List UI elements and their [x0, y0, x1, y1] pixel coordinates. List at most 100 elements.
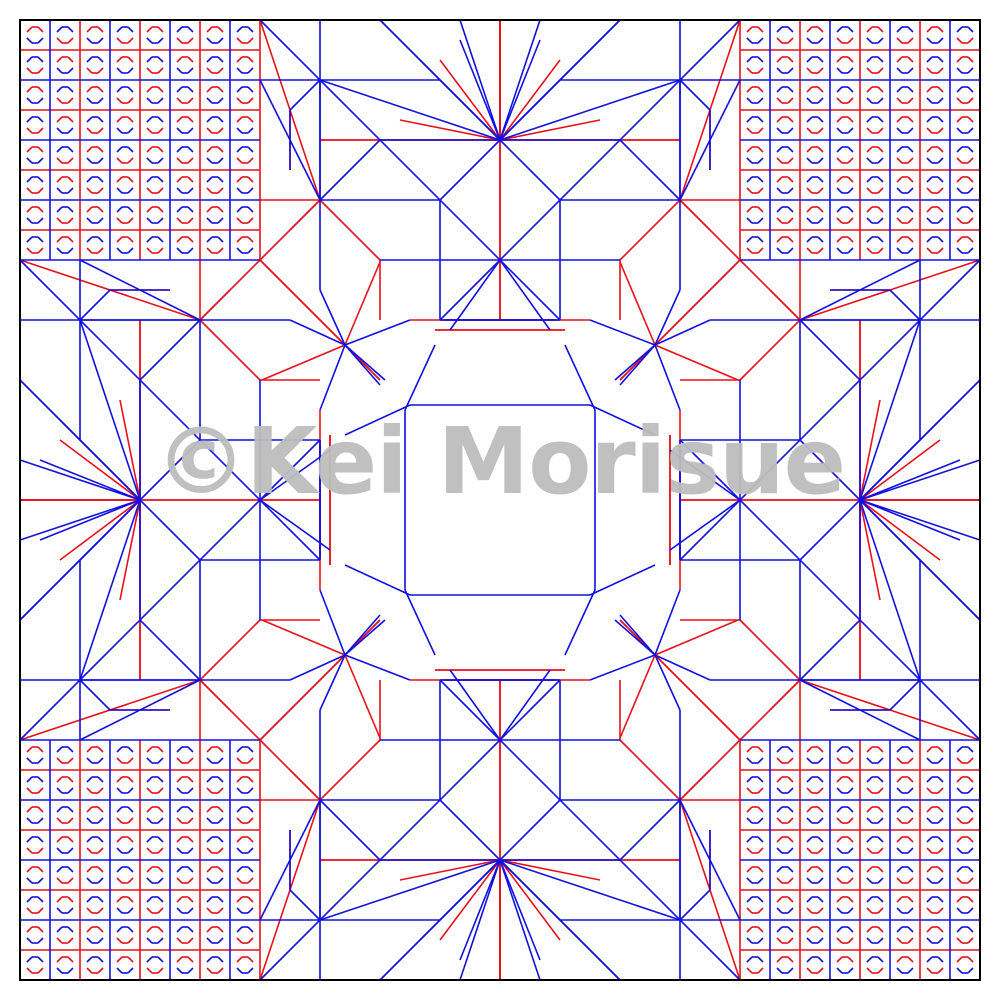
grid-crease — [877, 926, 884, 933]
grid-crease — [776, 217, 783, 224]
grid-crease — [176, 817, 183, 824]
grid-crease — [776, 776, 783, 783]
valley-crease — [259, 499, 321, 561]
grid-crease — [956, 157, 963, 164]
grid-crease — [757, 86, 764, 93]
valley-crease — [679, 439, 741, 501]
grid-crease — [806, 967, 813, 974]
mountain-crease — [619, 619, 741, 741]
grid-crease — [187, 806, 194, 813]
grid-crease — [806, 127, 813, 134]
grid-crease — [146, 86, 153, 93]
grid-crease — [847, 146, 854, 153]
valley-crease — [19, 459, 141, 501]
grid-crease — [847, 67, 854, 74]
valley-crease — [79, 439, 141, 501]
grid-crease — [236, 757, 243, 764]
grid-crease — [817, 746, 824, 753]
grid-crease — [967, 937, 974, 944]
grid-crease — [757, 847, 764, 854]
grid-crease — [776, 187, 783, 194]
valley-crease — [319, 139, 381, 201]
grid-crease — [67, 806, 74, 813]
grid-crease — [866, 176, 873, 183]
grid-crease — [146, 866, 153, 873]
grid-crease — [206, 127, 213, 134]
grid-crease — [967, 746, 974, 753]
grid-crease — [757, 26, 764, 33]
grid-crease — [907, 116, 914, 123]
grid-crease — [817, 896, 824, 903]
grid-crease — [247, 757, 254, 764]
grid-crease — [176, 866, 183, 873]
grid-crease — [247, 776, 254, 783]
grid-crease — [817, 67, 824, 74]
grid-crease — [206, 236, 213, 243]
grid-crease — [817, 56, 824, 63]
grid-crease — [787, 956, 794, 963]
grid-crease — [757, 926, 764, 933]
valley-crease — [319, 344, 346, 411]
grid-crease — [26, 926, 33, 933]
grid-crease — [146, 37, 153, 44]
grid-crease — [926, 157, 933, 164]
grid-crease — [967, 127, 974, 134]
grid-crease — [116, 776, 123, 783]
grid-crease — [157, 926, 164, 933]
grid-crease — [67, 866, 74, 873]
grid-crease — [37, 907, 44, 914]
grid-crease — [26, 937, 33, 944]
grid-crease — [56, 247, 63, 254]
grid-crease — [157, 56, 164, 63]
mountain-crease — [499, 859, 601, 881]
grid-crease — [97, 236, 104, 243]
grid-crease — [86, 206, 93, 213]
grid-crease — [187, 877, 194, 884]
grid-crease — [817, 236, 824, 243]
grid-crease — [56, 157, 63, 164]
grid-crease — [176, 907, 183, 914]
grid-crease — [157, 866, 164, 873]
grid-crease — [877, 836, 884, 843]
grid-crease — [866, 56, 873, 63]
grid-crease — [236, 86, 243, 93]
grid-crease — [896, 247, 903, 254]
grid-crease — [967, 116, 974, 123]
grid-crease — [937, 217, 944, 224]
valley-crease — [654, 289, 681, 346]
grid-crease — [907, 937, 914, 944]
grid-crease — [146, 907, 153, 914]
grid-crease — [836, 97, 843, 104]
grid-crease — [877, 806, 884, 813]
valley-crease — [19, 499, 141, 541]
grid-crease — [247, 26, 254, 33]
grid-crease — [956, 127, 963, 134]
grid-crease — [217, 776, 224, 783]
valley-crease — [619, 799, 681, 861]
grid-crease — [26, 97, 33, 104]
grid-crease — [836, 26, 843, 33]
grid-crease — [127, 26, 134, 33]
mountain-crease — [619, 654, 656, 739]
valley-crease — [139, 619, 201, 681]
grid-crease — [776, 907, 783, 914]
grid-crease — [37, 67, 44, 74]
grid-crease — [907, 787, 914, 794]
grid-crease — [907, 776, 914, 783]
mountain-crease — [199, 289, 231, 321]
grid-crease — [127, 967, 134, 974]
grid-crease — [116, 26, 123, 33]
grid-crease — [937, 847, 944, 854]
valley-crease — [404, 344, 436, 411]
grid-crease — [907, 866, 914, 873]
grid-crease — [776, 247, 783, 254]
grid-crease — [967, 806, 974, 813]
grid-crease — [847, 127, 854, 134]
grid-crease — [847, 836, 854, 843]
grid-crease — [907, 236, 914, 243]
grid-crease — [157, 956, 164, 963]
valley-crease — [619, 139, 681, 201]
grid-crease — [746, 187, 753, 194]
mountain-crease — [399, 119, 501, 141]
grid-crease — [836, 56, 843, 63]
